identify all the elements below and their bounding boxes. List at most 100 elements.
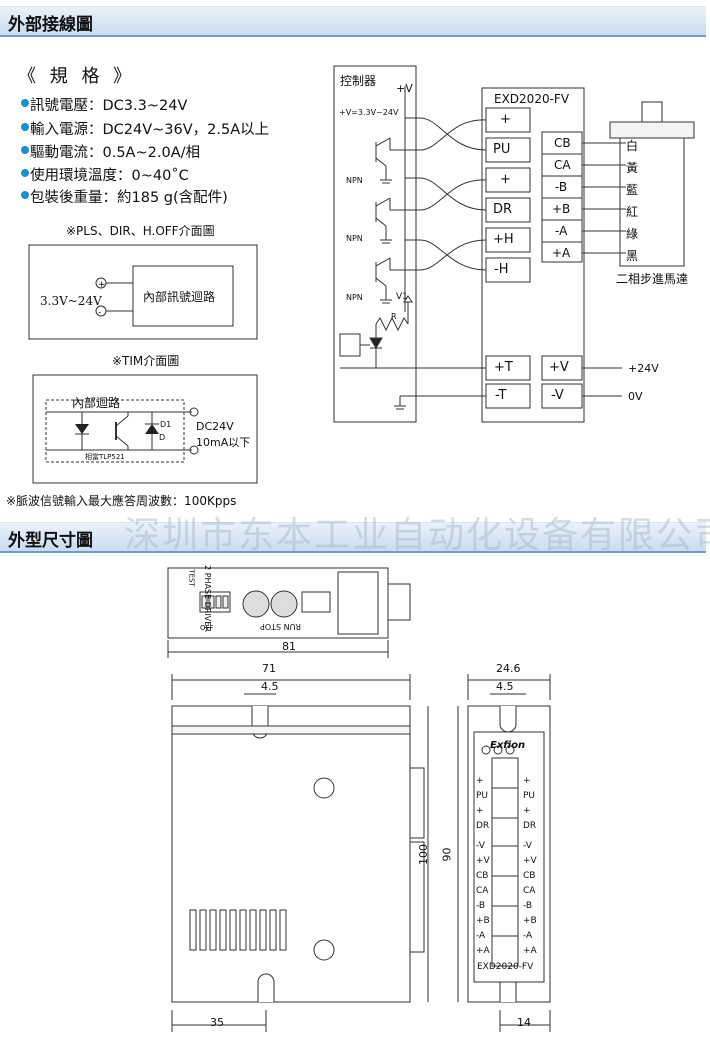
- terminal-minus-t: -T: [495, 388, 507, 403]
- side-terminal-label: -B: [476, 901, 486, 911]
- side-terminal-label: -A: [523, 931, 533, 941]
- side-terminal-label: +B: [476, 916, 490, 926]
- side-terminal-label: -V: [523, 841, 532, 851]
- terminal-plus-b: +B: [552, 202, 571, 216]
- section-header-wiring: 外部接線圖: [0, 6, 706, 37]
- v1-label: V1: [396, 292, 408, 302]
- power-24v: +24V: [628, 362, 659, 375]
- motor-wire-green: 綠: [626, 227, 639, 241]
- side-terminal-label: -V: [476, 841, 485, 851]
- motor-wire-white: 白: [626, 139, 639, 153]
- section-header-dimensions: 外型尺寸圖: [0, 522, 706, 553]
- tim-current-label: 10mA以下: [196, 436, 251, 449]
- dim-side-slot: 4.5: [496, 680, 514, 693]
- pulse-note: ※脈波信號輸入最大應答周波數：100Kpps: [6, 494, 237, 508]
- spec-item: 訊號電壓：DC3.3~24V: [20, 94, 187, 115]
- side-terminal-label: +V: [476, 856, 490, 866]
- side-terminal-label: -A: [476, 931, 486, 941]
- motor-wire-black: 黑: [626, 249, 639, 263]
- section-title-dimensions: 外型尺寸圖: [8, 531, 93, 551]
- top-view-driver-label: 2 PHASE DRIVER: [202, 565, 212, 632]
- terminal-plus-h: +H: [493, 232, 514, 247]
- side-brand-logo: Exfion: [490, 740, 526, 751]
- motor-wire-blue: 藍: [626, 183, 639, 197]
- dim-front-bottom: 35: [210, 1016, 224, 1029]
- terminal-minus-b: -B: [555, 180, 568, 194]
- terminal-plus-pu: +: [500, 112, 511, 127]
- terminal-plus-dr: +: [500, 172, 511, 187]
- spec-item: 使用環境溫度：0~40˚C: [21, 164, 189, 185]
- side-view-drawing: [457, 674, 551, 1032]
- side-terminal-label: +A: [523, 946, 537, 956]
- power-0v: 0V: [628, 390, 643, 403]
- top-view-runstop-label: RUN STOP: [260, 622, 302, 631]
- side-terminal-label: PU: [476, 791, 489, 801]
- tim-inner-label: 內部迴路: [72, 396, 121, 410]
- side-terminal-label: CA: [523, 886, 536, 896]
- side-terminal-label: DR: [476, 821, 490, 831]
- pls-interface-diagram: + -: [28, 244, 258, 340]
- terminal-plus-a: +A: [552, 246, 571, 260]
- controller-vplus: +V: [396, 82, 413, 95]
- side-model: EXD2020-FV: [477, 962, 534, 972]
- svg-text:+: +: [98, 280, 106, 290]
- terminal-minus-a: -A: [555, 224, 568, 238]
- section-title-wiring: 外部接線圖: [8, 15, 93, 35]
- dim-front-height: 100: [417, 844, 430, 865]
- tim-d-label: D: [159, 433, 166, 442]
- npn-label-3: NPN: [346, 293, 363, 302]
- dim-side-height: 90: [440, 847, 454, 862]
- tim-interface-diagram: [32, 374, 258, 484]
- side-terminal-label: CB: [476, 871, 489, 881]
- npn-label-2: NPN: [346, 234, 363, 243]
- terminal-plus-v: +V: [549, 360, 569, 375]
- motor-wire-yellow: 黃: [626, 161, 639, 175]
- terminal-ca: CA: [554, 158, 571, 172]
- dim-side-bottom: 14: [517, 1016, 531, 1029]
- side-terminal-label: +: [523, 806, 531, 816]
- dim-top-width: 81: [282, 640, 296, 653]
- spec-heading: 《 規 格 》: [18, 66, 136, 87]
- side-terminal-label: -B: [523, 901, 533, 911]
- dim-front-slot: 4.5: [261, 680, 279, 693]
- tim-dc-label: DC24V: [196, 420, 234, 433]
- top-view-test-label: TEST: [187, 569, 196, 587]
- side-terminal-label: DR: [523, 821, 537, 831]
- terminal-cb: CB: [554, 136, 571, 150]
- tim-d1-label: D1: [160, 420, 172, 429]
- motor-wire-red: 紅: [626, 205, 639, 219]
- top-view-off-label: OFF: [200, 624, 214, 632]
- r-label: R: [391, 312, 397, 321]
- svg-text:-: -: [98, 308, 101, 318]
- side-terminal-label: +V: [523, 856, 537, 866]
- front-view-drawing: [171, 674, 429, 1032]
- terminal-minus-h: -H: [494, 262, 509, 277]
- side-terminal-label: CA: [476, 886, 489, 896]
- tim-equiv-label: 相當TLP521: [85, 453, 125, 461]
- wiring-diagram: [333, 65, 695, 423]
- spec-item: 輸入電源：DC24V~36V，2.5A以上: [20, 118, 269, 139]
- spec-item: 包裝後重量：約185 g(含配件): [21, 186, 228, 207]
- terminal-plus-t: +T: [494, 360, 513, 375]
- controller-label: 控制器: [340, 74, 377, 88]
- side-terminal-label: +: [476, 806, 484, 816]
- side-terminal-label: PU: [523, 791, 536, 801]
- controller-vrange: +V=3.3V~24V: [339, 108, 399, 117]
- side-terminal-label: +: [476, 776, 484, 786]
- top-view-drawing: [167, 567, 411, 658]
- motor-label: 二相步進馬達: [616, 272, 689, 286]
- spec-item: 驅動電流：0.5A~2.0A/相: [21, 141, 200, 162]
- side-terminal-label: +A: [476, 946, 490, 956]
- npn-label-1: NPN: [346, 176, 363, 185]
- tim-caption: ※TIM介面圖: [112, 354, 180, 368]
- terminal-minus-v: -V: [551, 388, 564, 403]
- dim-front-width: 71: [262, 662, 276, 675]
- pls-voltage: 3.3V~24V: [40, 294, 102, 308]
- pls-caption: ※PLS、DIR、H.OFF介面圖: [66, 224, 215, 238]
- driver-model: EXD2020-FV: [494, 92, 570, 106]
- side-terminal-label: +: [523, 776, 531, 786]
- dim-side-width: 24.6: [496, 662, 521, 675]
- side-terminal-label: +B: [523, 916, 537, 926]
- watermark: 深圳市东本工业自动化设备有限公司: [124, 515, 710, 556]
- side-terminal-label: CB: [523, 871, 536, 881]
